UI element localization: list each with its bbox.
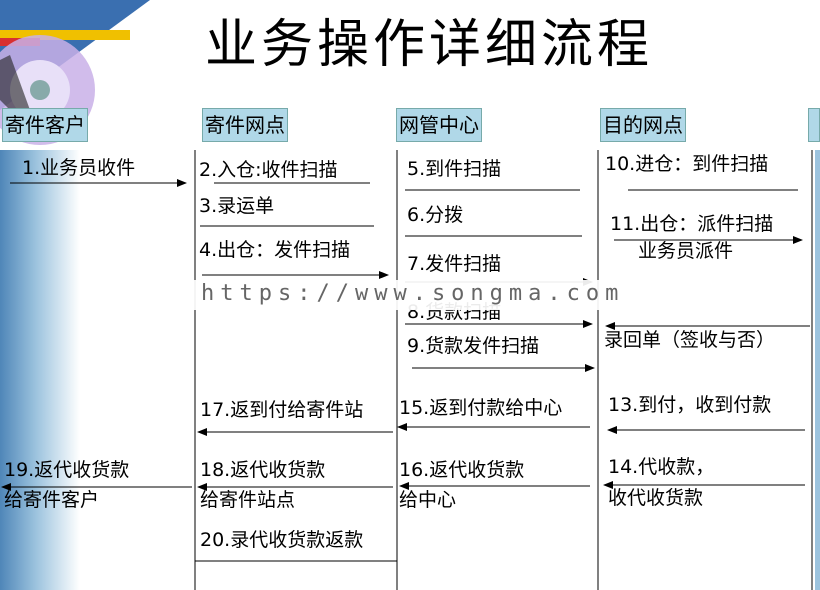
right-band-decoration <box>815 150 820 590</box>
step-13: 13.到付，收到付款 <box>608 394 772 416</box>
step-19-line1: 19.返代收货款 <box>4 459 130 481</box>
step-5: 5.到件扫描 <box>407 158 502 180</box>
step-2: 2.入仓:收件扫描 <box>199 159 338 181</box>
step-12: 录回单（签收与否） <box>604 329 776 351</box>
step-3: 3.录运单 <box>199 195 275 217</box>
lane-header-network-center: 网管中心 <box>396 108 482 142</box>
lane-header-sender-customer: 寄件客户 <box>2 108 88 142</box>
step-11-courier: 业务员派件 <box>638 240 734 262</box>
step-16-line2: 给中心 <box>399 489 457 511</box>
step-15: 15.返到付款给中心 <box>399 397 563 419</box>
step-19-line2: 给寄件客户 <box>4 489 100 511</box>
step-1: 1.业务员收件 <box>22 157 136 179</box>
step-4: 4.出仓：发件扫描 <box>199 239 351 261</box>
step-20: 20.录代收货款返款 <box>200 529 364 551</box>
step-17: 17.返到付给寄件站 <box>200 399 364 421</box>
page-title: 业务操作详细流程 <box>205 15 654 75</box>
step-14-line2: 收代收货款 <box>608 487 704 509</box>
step-9: 9.货款发件扫描 <box>407 335 540 357</box>
step-14-line1: 14.代收款， <box>608 456 715 478</box>
step-18-line2: 给寄件站点 <box>200 489 296 511</box>
watermark-banner: https://www.songma.com <box>185 280 630 310</box>
lane-header-destination-outlet: 目的网点 <box>600 108 686 142</box>
step-6: 6.分拨 <box>407 204 464 226</box>
step-11-scan: 11.出仓：派件扫描 <box>610 213 774 235</box>
step-10: 10.进仓：到件扫描 <box>605 153 769 175</box>
step-18-line1: 18.返代收货款 <box>200 459 326 481</box>
step-7: 7.发件扫描 <box>407 253 502 275</box>
lane-header-sender-outlet: 寄件网点 <box>202 108 288 142</box>
watermark-text: https://www.songma.com <box>201 281 625 306</box>
left-band-decoration <box>0 150 80 590</box>
step-16-line1: 16.返代收货款 <box>399 459 525 481</box>
